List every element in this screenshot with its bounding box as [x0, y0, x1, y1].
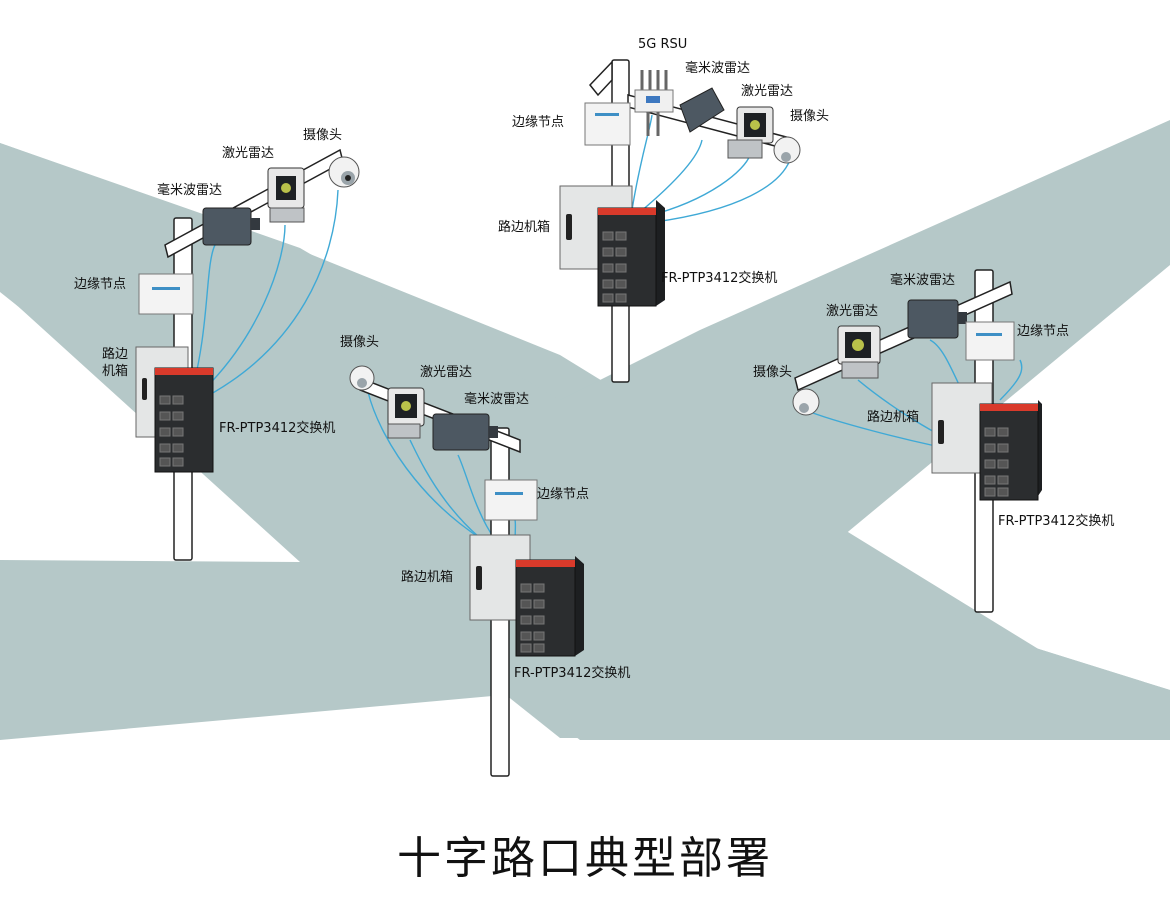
label-edge-node: 边缘节点 [1017, 324, 1070, 339]
lidar-device [267, 167, 305, 223]
devices [135, 70, 1042, 657]
mmwave-radar-device [432, 413, 498, 451]
label-edge-node: 边缘节点 [74, 277, 127, 292]
dome-camera-device [328, 156, 360, 188]
label-camera: 摄像头 [340, 335, 380, 350]
edge-node-device [965, 321, 1015, 361]
label-mmwave-radar: 毫米波雷达 [890, 273, 956, 288]
dome-camera-device [792, 388, 820, 416]
label-5g-rsu: 5G RSU [638, 37, 688, 52]
label-switch: FR-PTP3412交换机 [219, 421, 336, 436]
label-switch: FR-PTP3412交换机 [514, 666, 631, 681]
diagram-title: 十字路口典型部署 [397, 833, 773, 884]
edge-node-device [138, 273, 194, 315]
label-mmwave-radar: 毫米波雷达 [464, 392, 530, 407]
pole-arm [589, 60, 613, 97]
mmwave-radar-device [202, 207, 260, 246]
label-mmwave-radar: 毫米波雷达 [157, 183, 223, 198]
roads [0, 120, 1170, 740]
mmwave-radar-device [907, 299, 967, 339]
label-lidar: 激光雷达 [222, 146, 275, 161]
label-roadside-cabinet: 路边 机箱 [102, 347, 129, 379]
lidar-device [837, 325, 881, 379]
cable [195, 189, 339, 403]
edge-node-device [484, 479, 538, 521]
label-switch: FR-PTP3412交换机 [998, 514, 1115, 529]
label-lidar: 激光雷达 [741, 84, 794, 99]
industrial-switch-device [515, 556, 584, 657]
cable [639, 139, 703, 213]
road-x [0, 120, 1170, 740]
label-lidar: 激光雷达 [826, 304, 879, 319]
label-camera: 摄像头 [790, 109, 830, 124]
mmwave-radar-device [679, 87, 725, 133]
industrial-switch-device [979, 400, 1042, 501]
cable [999, 359, 1023, 401]
label-edge-node: 边缘节点 [537, 487, 590, 502]
label-lidar: 激光雷达 [420, 365, 473, 380]
cable [647, 154, 751, 217]
edge-node-device [584, 102, 631, 146]
industrial-switch-device [597, 200, 665, 307]
rsu-device [634, 70, 674, 136]
cable [192, 224, 286, 401]
label-mmwave-radar: 毫米波雷达 [685, 61, 751, 76]
label-switch: FR-PTP3412交换机 [661, 271, 778, 286]
lidar-device [727, 106, 774, 159]
industrial-switch-device [154, 367, 214, 473]
label-roadside-cabinet: 路边机箱 [867, 410, 920, 425]
label-roadside-cabinet: 路边机箱 [401, 570, 454, 585]
dome-camera-device [773, 136, 801, 164]
cable [654, 159, 791, 223]
label-edge-node: 边缘节点 [512, 115, 565, 130]
label-roadside-cabinet: 路边机箱 [498, 220, 551, 235]
lidar-device [387, 387, 425, 439]
cable [631, 114, 653, 211]
label-camera: 摄像头 [753, 365, 793, 380]
label-camera: 摄像头 [303, 128, 343, 143]
dome-camera-device [349, 365, 375, 391]
